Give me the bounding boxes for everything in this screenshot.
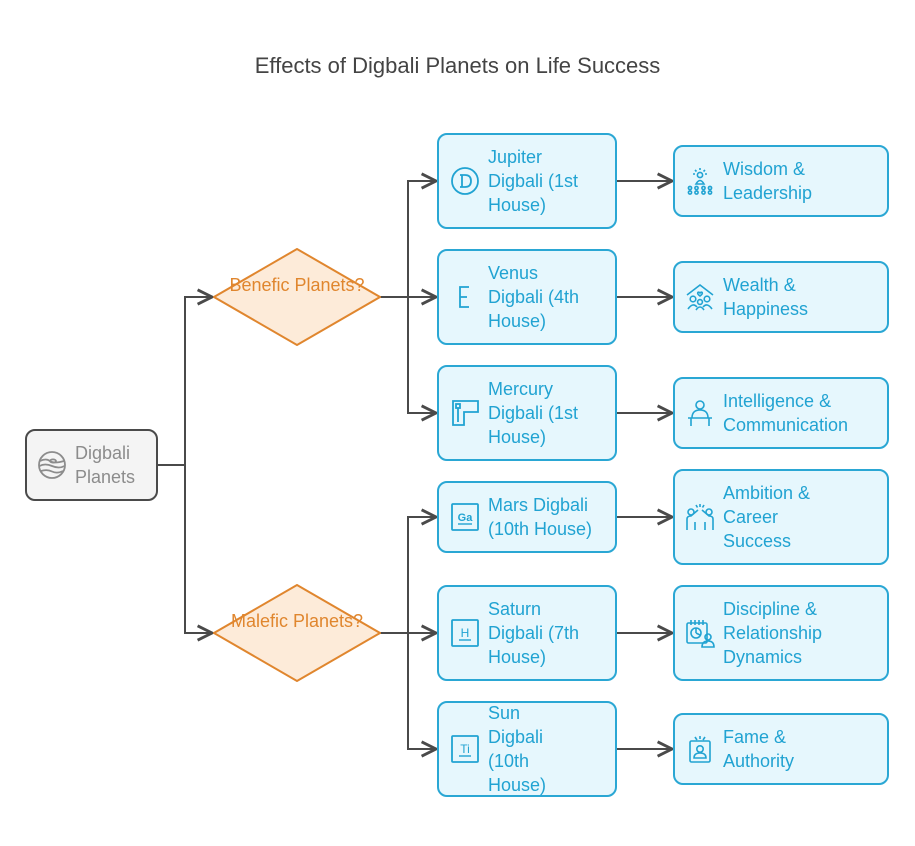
- mars-ga-icon: Ga: [450, 502, 480, 532]
- root-node[interactable]: Digbali Planets: [25, 429, 158, 501]
- calendar-person-icon: [685, 618, 715, 648]
- decision-benefic[interactable]: Benefic Planets?: [213, 248, 381, 346]
- edge-root-benefic: [158, 297, 212, 466]
- effect-node-fame[interactable]: Fame & Authority: [673, 713, 889, 785]
- planet-node-venus[interactable]: Venus Digbali (4th House): [437, 249, 617, 345]
- jupiter-d-icon: [450, 166, 480, 196]
- planet-node-jupiter[interactable]: Jupiter Digbali (1st House): [437, 133, 617, 229]
- planet-label: Venus Digbali (4th House): [488, 263, 580, 331]
- edge-malefic-mars: [380, 517, 436, 634]
- planet-node-mercury[interactable]: Mercury Digbali (1st House): [437, 365, 617, 461]
- venus-e-icon: [450, 282, 480, 312]
- edge-benefic-mercury: [380, 296, 436, 413]
- effect-label: Fame & Authority: [723, 727, 795, 771]
- edge-benefic-jupiter: [380, 181, 436, 298]
- svg-text:Ga: Ga: [458, 512, 474, 524]
- effect-node-intelligence[interactable]: Intelligence & Communication: [673, 377, 889, 449]
- effect-node-ambition[interactable]: Ambition & Career Success: [673, 469, 889, 565]
- effect-label: Ambition & Career Success: [723, 483, 811, 551]
- effect-label: Wealth & Happiness: [723, 275, 809, 319]
- planet-label: Jupiter Digbali (1st House): [488, 147, 579, 215]
- effect-node-discipline[interactable]: Discipline & Relationship Dynamics: [673, 585, 889, 681]
- effect-label: Wisdom & Leadership: [723, 159, 813, 203]
- family-home-icon: [685, 282, 715, 312]
- high-five-icon: [685, 502, 715, 532]
- leader-audience-icon: [685, 166, 715, 196]
- planet-label: Sun Digbali (10th House): [488, 703, 547, 795]
- planet-icon: [37, 450, 67, 480]
- spotlight-person-icon: [685, 734, 715, 764]
- edge-malefic-sun: [380, 632, 436, 749]
- planet-node-saturn[interactable]: H Saturn Digbali (7th House): [437, 585, 617, 681]
- planet-label: Mars Digbali (10th House): [488, 495, 593, 539]
- root-label: Digbali Planets: [75, 443, 136, 487]
- planet-label: Saturn Digbali (7th House): [488, 599, 580, 667]
- planet-node-sun[interactable]: Ti Sun Digbali (10th House): [437, 701, 617, 797]
- decision-label: Benefic Planets?: [229, 275, 365, 295]
- effect-node-wisdom[interactable]: Wisdom & Leadership: [673, 145, 889, 217]
- planet-label: Mercury Digbali (1st House): [488, 379, 579, 447]
- decision-malefic[interactable]: Malefic Planets?: [213, 584, 381, 682]
- effect-label: Intelligence & Communication: [723, 391, 849, 435]
- edge-root-malefic: [158, 464, 212, 633]
- effect-node-wealth[interactable]: Wealth & Happiness: [673, 261, 889, 333]
- svg-text:Ti: Ti: [460, 742, 470, 756]
- mercury-f-icon: [450, 398, 480, 428]
- effect-label: Discipline & Relationship Dynamics: [723, 599, 823, 667]
- sun-ti-icon: Ti: [450, 734, 480, 764]
- diagram-title: Effects of Digbali Planets on Life Succe…: [254, 53, 661, 78]
- svg-text:H: H: [461, 626, 470, 640]
- saturn-h-icon: H: [450, 618, 480, 648]
- decision-label: Malefic Planets?: [230, 611, 364, 631]
- planet-node-mars[interactable]: Ga Mars Digbali (10th House): [437, 481, 617, 553]
- speaker-podium-icon: [685, 398, 715, 428]
